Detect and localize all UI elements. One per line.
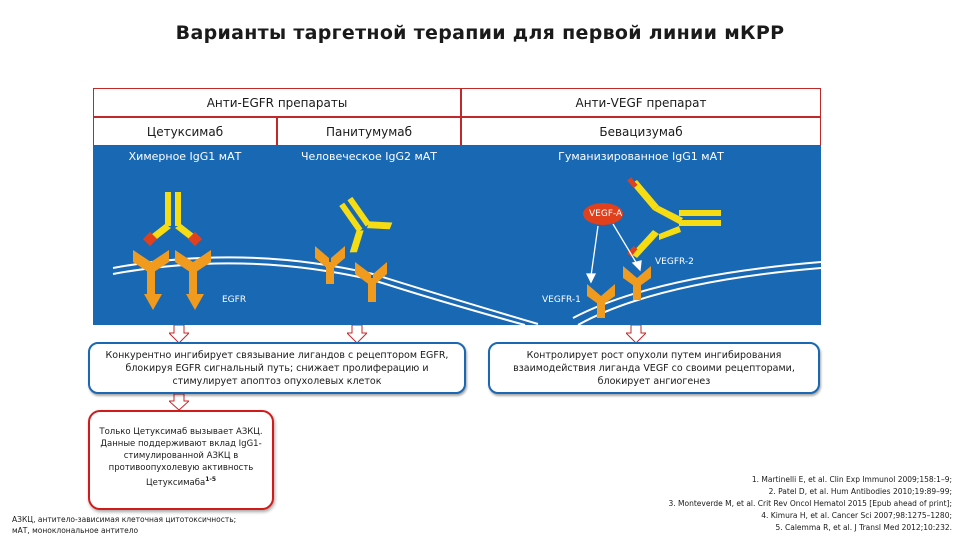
vegf-mechanism-text: Контролирует рост опухоли путем ингибиро…	[513, 349, 795, 387]
panitumumab-egfr-receptor-icon	[315, 246, 387, 302]
reference-item: 4. Kimura H, et al. Cancer Sci 2007;98:1…	[761, 511, 952, 520]
vegf-a-ligand-icon	[583, 203, 623, 225]
adcc-note-refs: 1-5	[205, 476, 217, 483]
egfr-label: EGFR	[222, 295, 247, 305]
down-arrow-icon	[626, 325, 646, 343]
egfr-receptor-icon	[133, 250, 211, 310]
bevacizumab-header: Бевацизумаб	[461, 117, 821, 146]
vegf-binding-arrows	[585, 223, 642, 284]
reference-item: 3. Monteverde M, et al. Crit Rev Oncol H…	[668, 499, 952, 508]
vegfr-1-label: VEGFR-1	[542, 295, 581, 305]
vegfr-receptor-icon	[587, 266, 651, 318]
panitumumab-label: Панитумумаб	[325, 124, 413, 139]
vegfr-membrane	[572, 261, 822, 319]
egfr-membrane	[112, 256, 539, 325]
mechanism-diagram	[93, 146, 822, 329]
vegfr-2-label: VEGFR-2	[655, 257, 694, 267]
adcc-note-text: Только Цетуксимаб вызывает АЗКЦ. Данные …	[99, 427, 263, 488]
cetuximab-label: Цетуксимаб	[146, 124, 224, 139]
reference-item: 2. Patel D, et al. Hum Antibodies 2010;1…	[768, 487, 952, 496]
down-arrow-icon	[169, 394, 189, 410]
cetuximab-antibody-icon	[147, 192, 199, 242]
abbreviations: АЗКЦ, антитело-зависимая клеточная цитот…	[12, 514, 236, 536]
reference-item: 1. Martinelli E, et al. Clin Exp Immunol…	[751, 475, 952, 484]
bevacizumab-type: Гуманизированное IgG1 мАТ	[558, 150, 724, 163]
cetuximab-header: Цетуксимаб	[93, 117, 277, 146]
anti-egfr-header: Анти-EGFR препараты	[93, 88, 461, 117]
abbreviation-item: мАТ, моноклональное антитело	[12, 526, 139, 535]
egfr-mechanism-text: Конкурентно ингибирует связывание лиганд…	[105, 349, 449, 387]
bevacizumab-antibody-icon	[631, 180, 721, 258]
anti-egfr-header-label: Анти-EGFR препараты	[206, 95, 348, 110]
panitumumab-antibody-icon	[339, 196, 393, 253]
vegf-mechanism-box: Контролирует рост опухоли путем ингибиро…	[488, 342, 820, 394]
adcc-note-box: Только Цетуксимаб вызывает АЗКЦ. Данные …	[88, 410, 274, 510]
references: 1. Martinelli E, et al. Clin Exp Immunol…	[668, 474, 952, 534]
mechanism-diagram-panel	[93, 146, 821, 325]
egfr-mechanism-box: Конкурентно ингибирует связывание лиганд…	[88, 342, 466, 394]
down-arrow-icon	[169, 325, 189, 343]
vegf-a-label: VEGF-A	[589, 209, 623, 219]
cetuximab-type: Химерное IgG1 мАТ	[128, 150, 242, 163]
anti-vegf-header-label: Анти-VEGF препарат	[575, 95, 707, 110]
egf-ligand-icon	[142, 231, 203, 247]
abbreviation-item: АЗКЦ, антитело-зависимая клеточная цитот…	[12, 515, 237, 524]
page-title: Варианты таргетной терапии для первой ли…	[175, 22, 785, 44]
anti-vegf-header: Анти-VEGF препарат	[461, 88, 821, 117]
reference-item: 5. Calemma R, et al. J Transl Med 2012;1…	[775, 523, 952, 532]
bevacizumab-label: Бевацизумаб	[599, 124, 683, 139]
bevacizumab-binding-marks	[627, 177, 638, 257]
panitumumab-header: Панитумумаб	[277, 117, 461, 146]
panitumumab-type: Человеческое IgG2 мАТ	[300, 150, 438, 163]
down-arrow-icon	[347, 325, 367, 343]
